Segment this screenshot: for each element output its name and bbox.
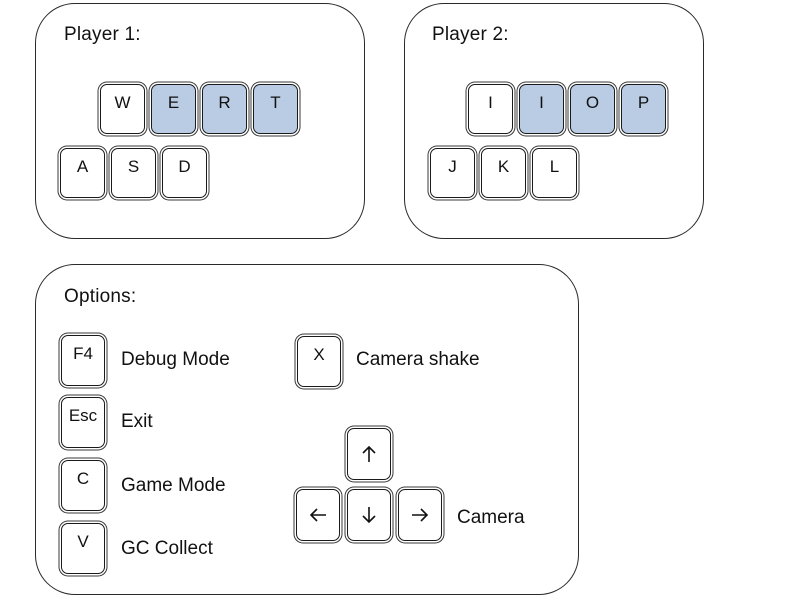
camera-label: Camera (457, 507, 525, 528)
camera-right-key (398, 489, 442, 541)
debug-mode-label: Debug Mode (121, 349, 230, 370)
exit-key: Esc (61, 397, 105, 448)
player1-panel: Player 1: (35, 3, 365, 239)
player2-key-p: P (621, 84, 666, 134)
arrow-left-icon (309, 508, 326, 522)
arrow-down-icon (362, 507, 376, 524)
player2-key-k: K (481, 148, 526, 198)
game-mode-key: C (61, 460, 105, 511)
player2-title: Player 2: (432, 24, 509, 45)
player1-key-s: S (111, 148, 156, 198)
player1-key-t: T (253, 84, 298, 134)
options-title: Options: (64, 286, 137, 307)
player1-key-r: R (202, 84, 247, 134)
player2-key-o: O (570, 84, 615, 134)
player2-key-i: I (468, 84, 513, 134)
gc-collect-label: GC Collect (121, 538, 213, 559)
exit-label: Exit (121, 411, 153, 432)
arrow-right-icon (412, 508, 429, 522)
game-mode-label: Game Mode (121, 475, 226, 496)
player2-key-l: L (532, 148, 577, 198)
camera-up-key (347, 428, 391, 480)
player2-key-i-highlighted: I (519, 84, 564, 134)
player1-key-w: W (100, 84, 145, 134)
options-panel: Options: (35, 264, 579, 595)
camera-left-key (296, 489, 340, 541)
arrow-up-icon (362, 445, 376, 462)
player1-key-d: D (162, 148, 207, 198)
camera-shake-label: Camera shake (356, 349, 480, 370)
camera-down-key (347, 489, 391, 541)
player1-key-e: E (151, 84, 196, 134)
camera-shake-key: X (297, 336, 341, 387)
debug-mode-key: F4 (61, 335, 105, 386)
player1-key-a: A (60, 148, 105, 198)
player2-key-j: J (430, 148, 475, 198)
gc-collect-key: V (61, 523, 105, 574)
player1-title: Player 1: (64, 24, 141, 45)
